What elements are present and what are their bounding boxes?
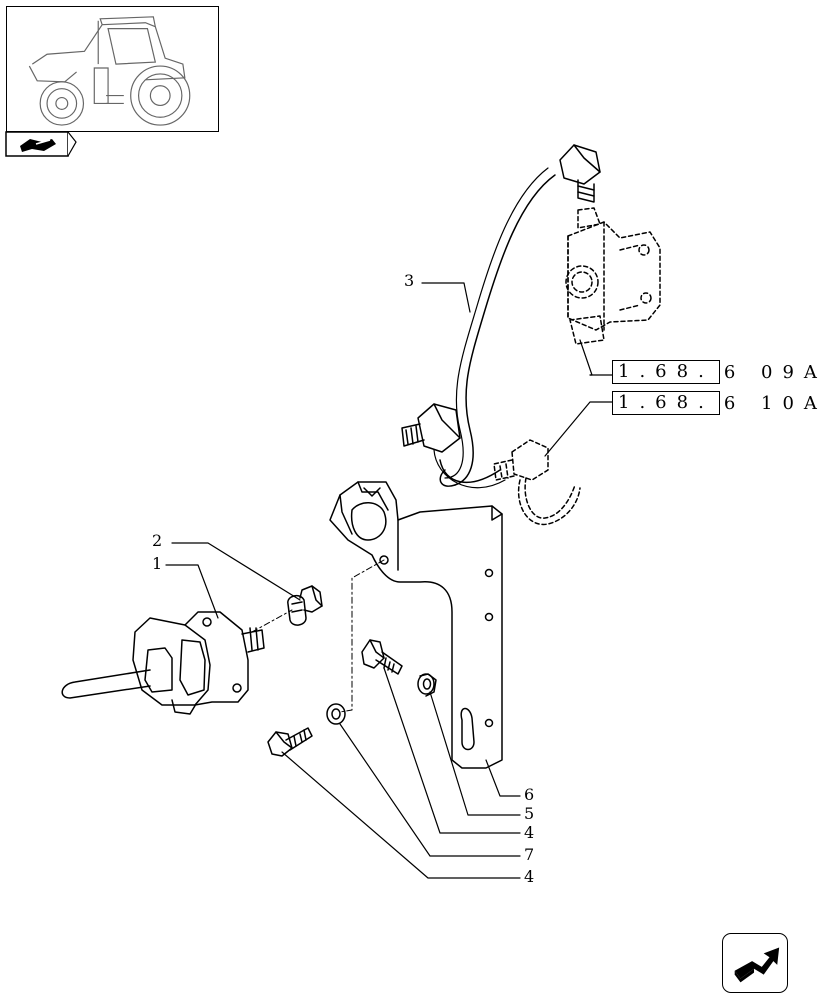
washer-part-5 — [417, 673, 437, 697]
reference-page: 6 09A — [723, 361, 827, 383]
leader-lines — [165, 282, 613, 879]
tractor-icon — [28, 16, 191, 126]
reference-section: 1.68. — [612, 391, 720, 415]
reference-link-10a[interactable]: 1.68. 6 10A — [612, 391, 827, 415]
tractor-thumbnail — [6, 6, 219, 132]
reference-link-09a[interactable]: 1.68. 6 09A — [612, 360, 827, 384]
alt-fitting — [493, 439, 581, 526]
callout-1: 1 — [152, 554, 163, 573]
callout-5: 5 — [524, 804, 535, 823]
next-page-arrow-icon — [734, 947, 780, 983]
book-tab[interactable] — [5, 131, 77, 157]
book-tab-icon — [5, 131, 77, 157]
washer-part-7 — [326, 703, 346, 725]
valve-block — [565, 207, 661, 345]
bolt-part-4-upper — [361, 639, 403, 675]
next-page-button[interactable] — [722, 933, 788, 993]
reference-section: 1.68. — [612, 360, 720, 384]
callout-2: 2 — [152, 531, 163, 550]
parts-diagram — [61, 144, 661, 879]
callout-3: 3 — [404, 271, 415, 290]
callout-4-upper: 4 — [524, 823, 535, 842]
callout-4-lower: 4 — [524, 867, 535, 886]
bracket-part-6 — [329, 481, 503, 769]
switch-part-1 — [61, 611, 265, 715]
callout-6: 6 — [524, 785, 535, 804]
reference-page: 6 10A — [723, 392, 827, 414]
assembly-axis — [251, 559, 385, 713]
plug-part-2 — [287, 585, 323, 626]
bolt-part-4-lower — [267, 727, 313, 757]
hose-part-3 — [401, 144, 601, 489]
callout-7: 7 — [524, 845, 535, 864]
